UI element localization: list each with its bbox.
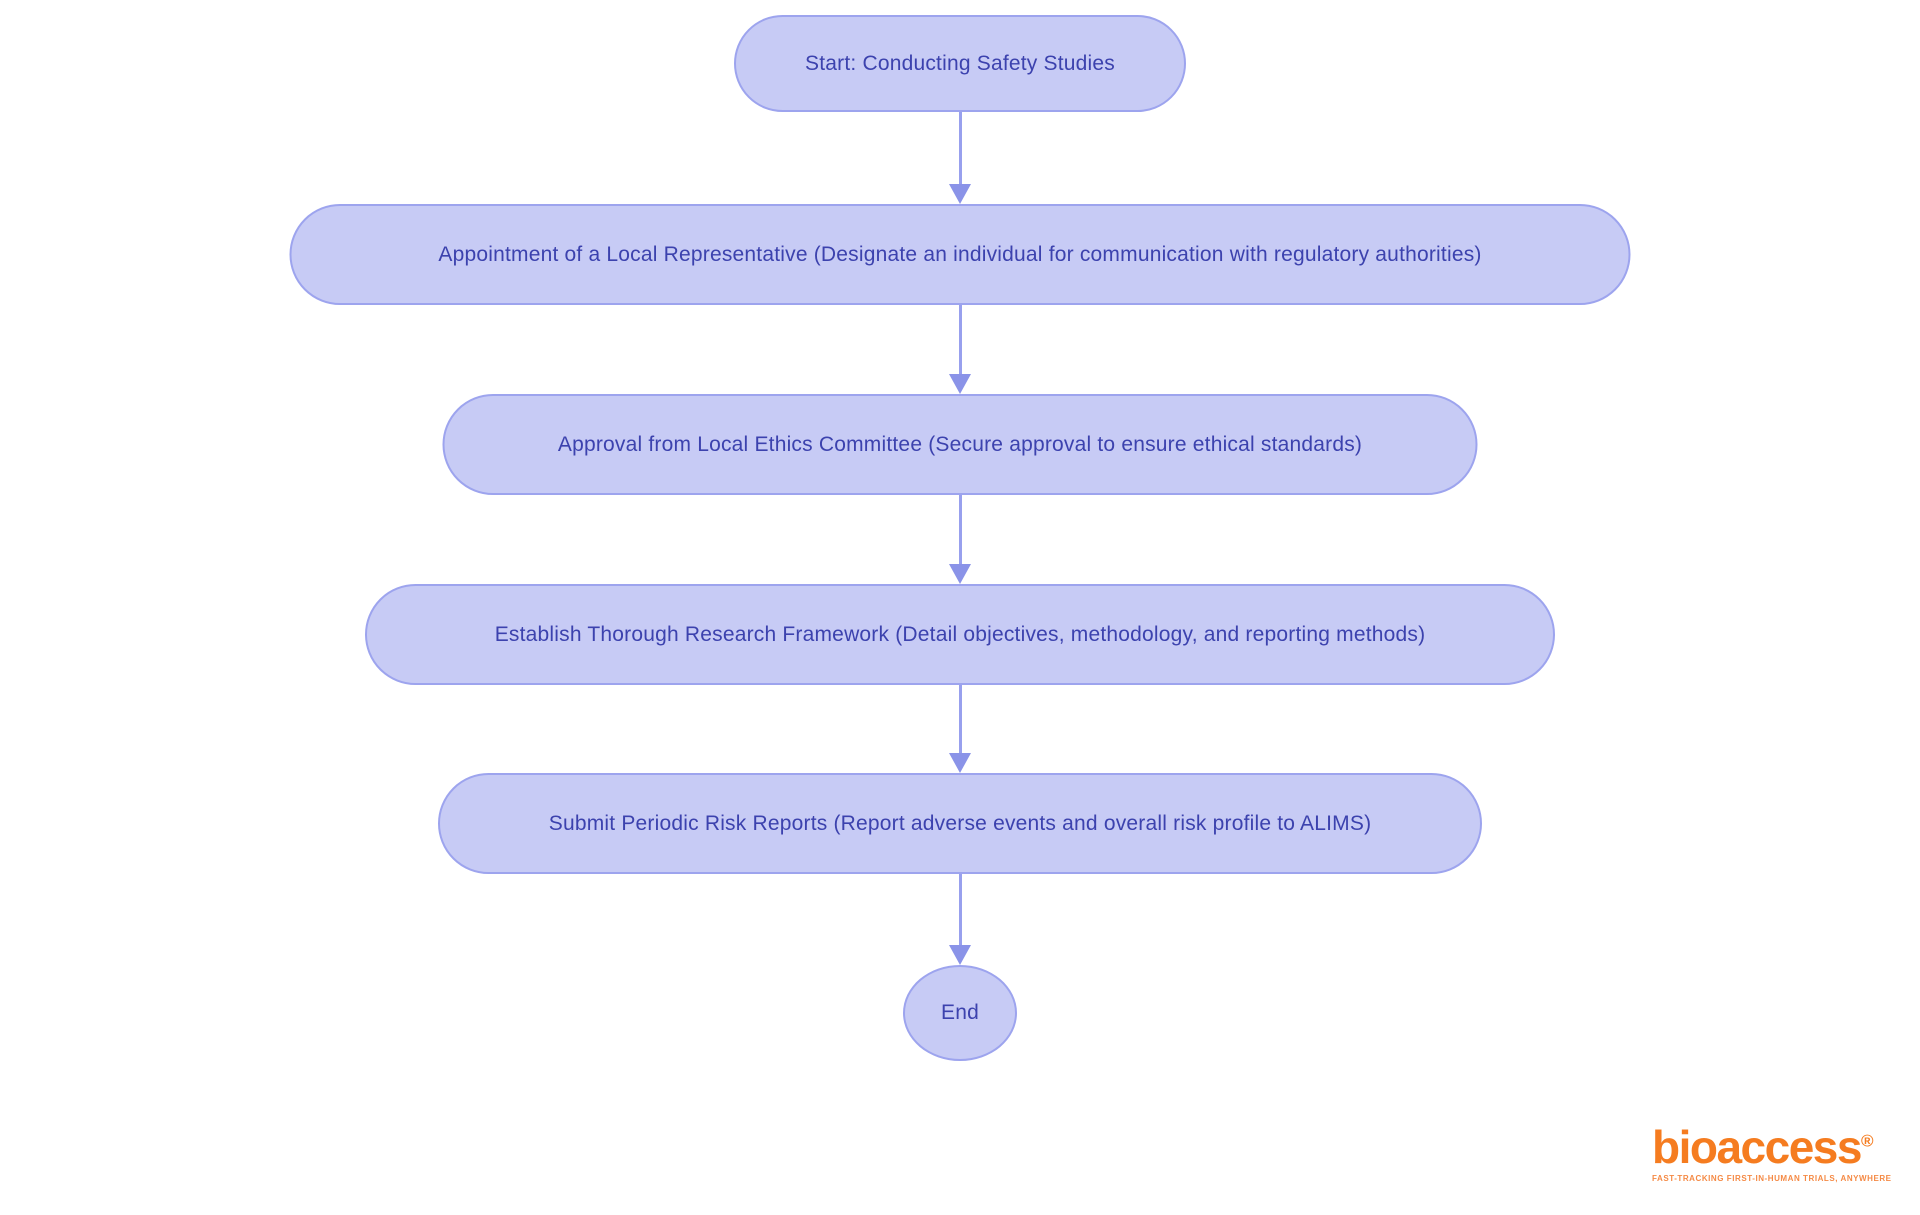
- arrow-head-icon: [949, 753, 971, 773]
- arrow-line: [958, 495, 962, 564]
- bioaccess-logo: bioaccess® FAST-TRACKING FIRST-IN-HUMAN …: [1652, 1121, 1892, 1183]
- flowchart-node-risk-reports: Submit Periodic Risk Reports (Report adv…: [438, 773, 1482, 874]
- arrow-connector-4: [949, 685, 971, 773]
- flowchart-node-start: Start: Conducting Safety Studies: [734, 15, 1186, 112]
- arrow-connector-2: [949, 305, 971, 394]
- arrow-head-icon: [949, 564, 971, 584]
- arrow-head-icon: [949, 374, 971, 394]
- bioaccess-wordmark: bioaccess®: [1652, 1121, 1874, 1173]
- flowchart-node-ethics-approval: Approval from Local Ethics Committee (Se…: [442, 394, 1478, 495]
- arrow-head-icon: [949, 184, 971, 204]
- flowchart-node-local-representative: Appointment of a Local Representative (D…: [289, 204, 1631, 305]
- arrow-connector-5: [949, 874, 971, 965]
- flowchart-node-research-framework: Establish Thorough Research Framework (D…: [365, 584, 1555, 685]
- logo-text: bioaccess: [1652, 1121, 1862, 1173]
- arrow-head-icon: [949, 945, 971, 965]
- arrow-line: [958, 685, 962, 753]
- arrow-line: [958, 874, 962, 945]
- arrow-line: [958, 305, 962, 374]
- flowchart-node-end: End: [903, 965, 1017, 1061]
- bioaccess-tagline: FAST-TRACKING FIRST-IN-HUMAN TRIALS, ANY…: [1652, 1174, 1892, 1183]
- arrow-connector-3: [949, 495, 971, 584]
- arrow-line: [958, 112, 962, 184]
- arrow-connector-1: [949, 112, 971, 204]
- registered-trademark-icon: ®: [1860, 1131, 1874, 1151]
